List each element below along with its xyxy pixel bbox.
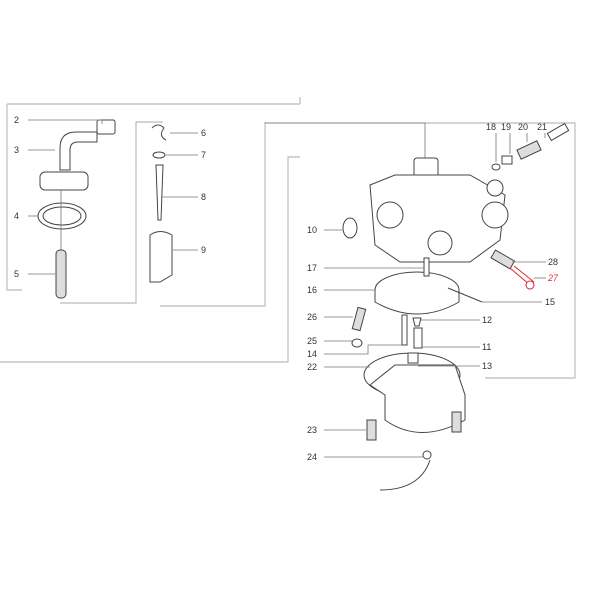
callout-26: 26 bbox=[307, 312, 317, 322]
callout-24: 24 bbox=[307, 452, 317, 462]
callout-16: 16 bbox=[307, 285, 317, 295]
callout-14: 14 bbox=[307, 349, 317, 359]
callout-28: 28 bbox=[548, 257, 558, 267]
part-25-washer bbox=[351, 338, 363, 348]
part-8-needle bbox=[155, 164, 164, 221]
part-17-pin bbox=[423, 257, 430, 277]
callout-13: 13 bbox=[482, 361, 492, 371]
callout-2: 2 bbox=[14, 115, 19, 125]
part-10-o-ring bbox=[342, 217, 358, 239]
callout-19: 19 bbox=[501, 122, 511, 132]
callout-7: 7 bbox=[201, 150, 206, 160]
callout-17: 17 bbox=[307, 263, 317, 273]
part-24-fitting bbox=[422, 450, 432, 460]
part-6-clip bbox=[151, 124, 167, 141]
callout-23: 23 bbox=[307, 425, 317, 435]
part-28-spring bbox=[490, 249, 516, 270]
part-9-slide bbox=[149, 231, 173, 283]
part-15-pin bbox=[447, 287, 483, 303]
callout-4: 4 bbox=[14, 211, 19, 221]
callout-6: 6 bbox=[201, 128, 206, 138]
callout-11: 11 bbox=[482, 342, 491, 352]
callout-20: 20 bbox=[518, 122, 528, 132]
part-2-fitting bbox=[96, 119, 116, 135]
callout-12: 12 bbox=[482, 315, 492, 325]
callout-15: 15 bbox=[545, 297, 555, 307]
part-14-jet bbox=[401, 314, 408, 346]
callout-3: 3 bbox=[14, 145, 19, 155]
leader-lines bbox=[28, 119, 546, 458]
part-11-jet bbox=[413, 327, 423, 349]
part-19-nut bbox=[501, 155, 513, 165]
callout-9: 9 bbox=[201, 245, 206, 255]
callout-27: 27 bbox=[547, 273, 559, 283]
needle-assembly bbox=[149, 124, 173, 283]
fuel-hose bbox=[379, 459, 431, 491]
callout-18: 18 bbox=[486, 122, 496, 132]
callout-25: 25 bbox=[307, 336, 317, 346]
part-1-carb-body bbox=[369, 174, 506, 263]
callout-21: 21 bbox=[537, 122, 547, 132]
callout-22: 22 bbox=[307, 362, 317, 372]
part-23-screw bbox=[366, 419, 377, 441]
callout-10: 10 bbox=[307, 225, 317, 235]
carburetor-assembly bbox=[265, 122, 570, 491]
part-18-washer bbox=[491, 163, 501, 171]
callout-8: 8 bbox=[201, 192, 206, 202]
fuel-cap-assembly bbox=[37, 119, 116, 299]
part-5-filter bbox=[55, 249, 67, 299]
part-13-jet bbox=[407, 352, 419, 364]
callout-5: 5 bbox=[14, 269, 19, 279]
part-21-screw bbox=[546, 122, 570, 142]
part-7-washer bbox=[152, 151, 166, 159]
part-26-screw bbox=[351, 306, 367, 332]
group-frames bbox=[0, 97, 576, 379]
part-20-spring bbox=[516, 140, 542, 160]
callout-labels: 2 3 4 5 6 7 8 9 10 17 16 26 25 14 22 23 … bbox=[14, 115, 559, 462]
bowl bbox=[369, 364, 466, 433]
part-12-needle-valve bbox=[412, 317, 422, 327]
part-3-cap bbox=[39, 171, 89, 191]
part-3-elbow bbox=[59, 131, 98, 171]
